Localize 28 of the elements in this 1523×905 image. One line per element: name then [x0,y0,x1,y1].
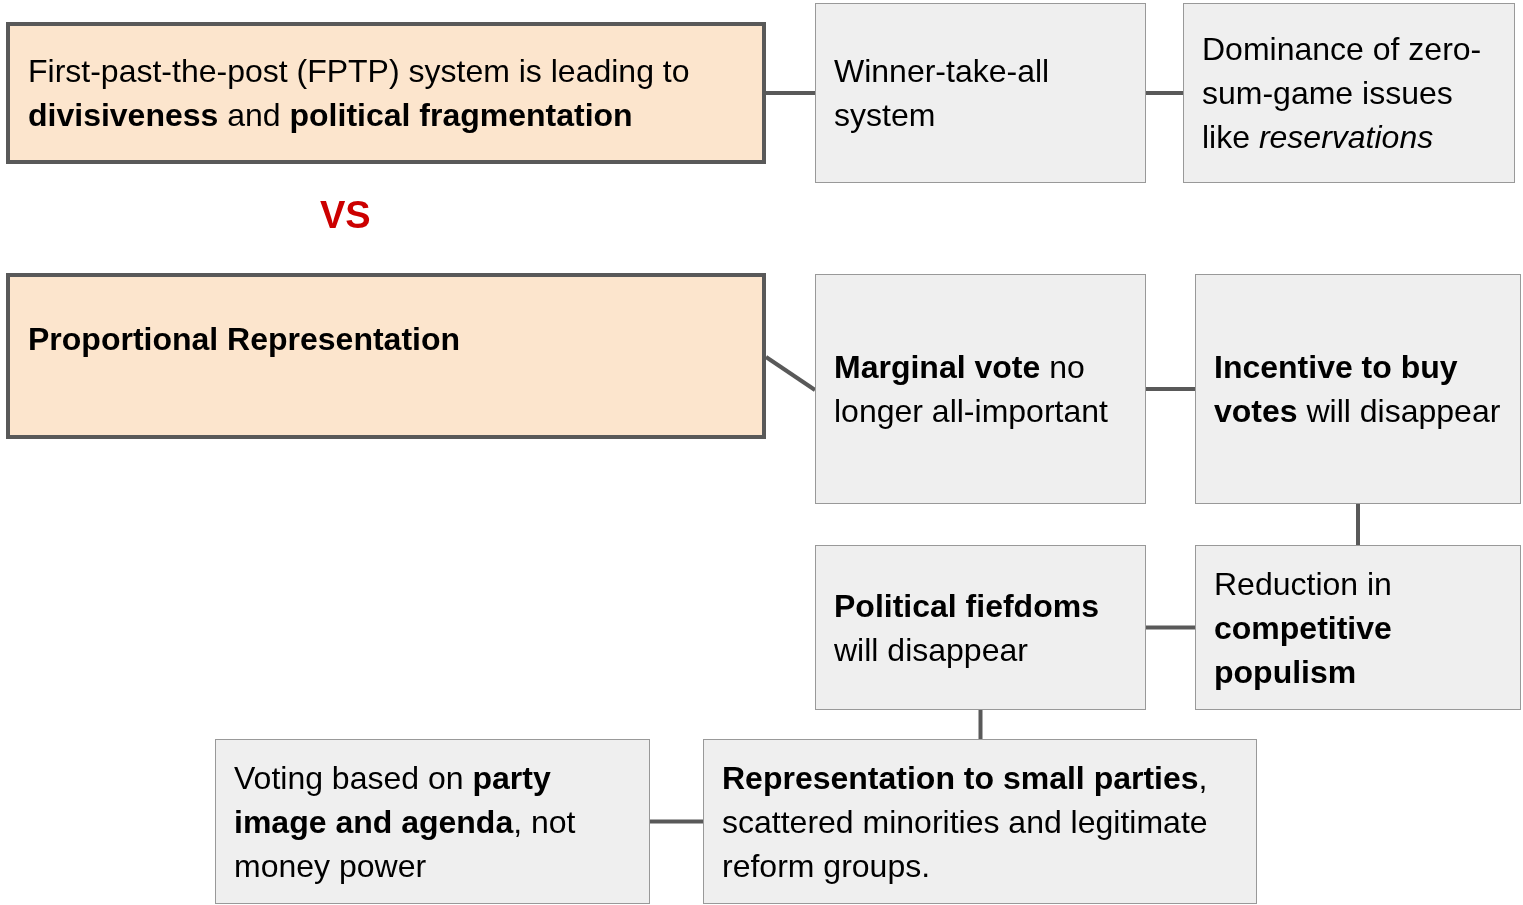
text-box [1195,545,1521,710]
text-box [1183,3,1515,183]
text-box [1195,274,1521,504]
text-box [815,545,1146,710]
box-text: Voting based on party image and agenda, not money power [234,758,577,886]
box-text: Dominance of zero-sum-game issues like reservations [1202,30,1483,157]
connector-line [1146,91,1183,95]
box-text: First-past-the-post (FPTP) system is leading to divisiveness and political fragmentation [28,52,691,135]
text-box [703,739,1257,904]
highlight-box [6,273,766,439]
connector-line [650,819,703,824]
box-text: Marginal vote no longer all-important [834,348,1109,431]
versus-label: VS [320,194,371,237]
box-text: Incentive to buy votes will disappear [1214,348,1502,431]
connector-line [766,91,815,95]
connector-line [1146,387,1195,391]
box-text: Political fiefdoms will disappear [834,586,1100,670]
text-box [815,3,1146,183]
text-box [815,274,1146,504]
highlight-box [6,22,766,164]
connector-line [1356,504,1360,545]
box-text: Reduction in competitive populism [1214,564,1393,692]
box-text: Winner-take-all system [834,52,1051,135]
connector-line [978,710,983,739]
connector-line [1146,625,1195,630]
text-box [215,739,650,904]
box-text: Representation to small parties, scattered minorities and legitimate reform groups. [722,758,1209,886]
box-text: Proportional Representation [28,320,462,359]
